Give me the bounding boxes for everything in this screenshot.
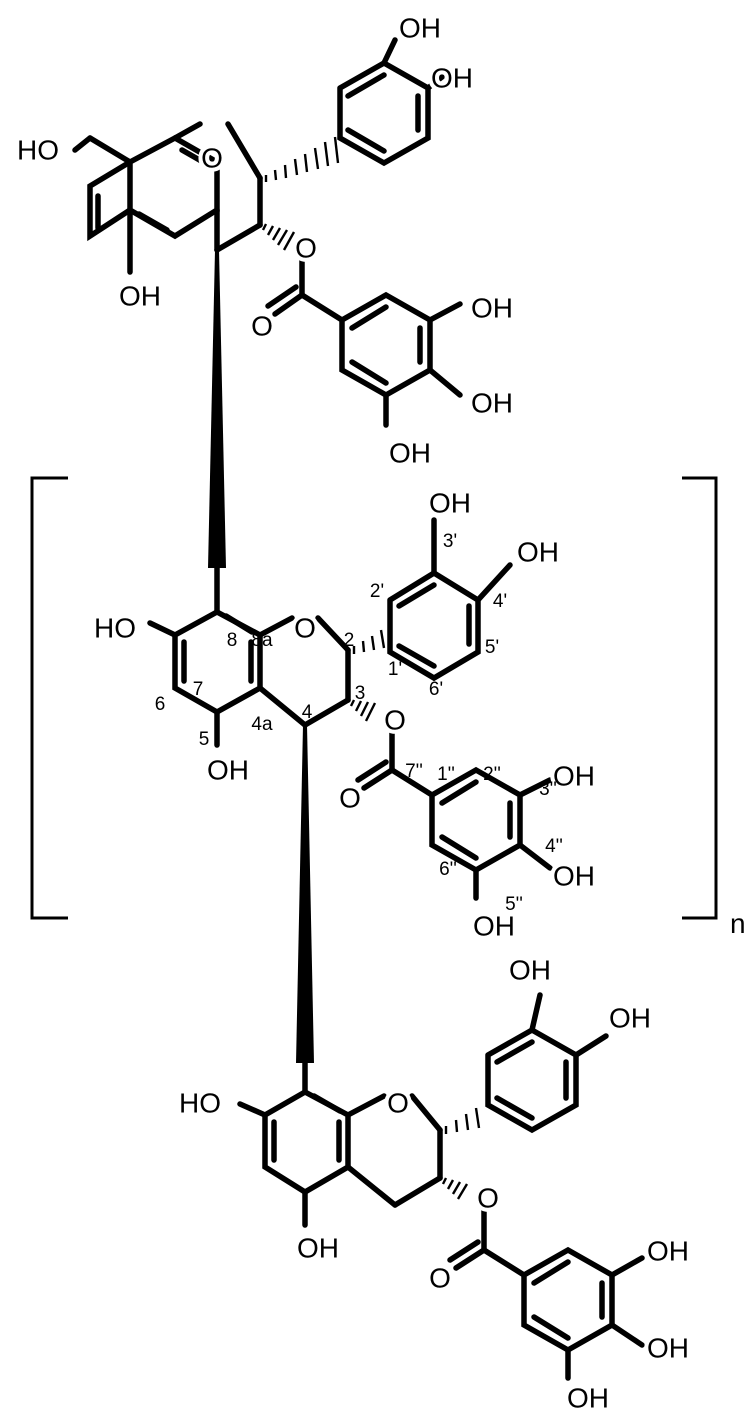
top-oh-gallate-5: OH [389, 437, 431, 468]
num-1pp: 1'' [437, 764, 455, 785]
bot-oh-catechol-lower: OH [609, 1002, 651, 1033]
top-o-ring: O [201, 142, 223, 173]
top-oh-catechol-lower: OH [431, 62, 473, 93]
bot-oh-catechol-upper: OH [509, 954, 551, 985]
atom-labels: OH OH HO O O OH O OH OH OH OH OH HO O O OH O OH OH OH OH OH HO… [13, 8, 693, 1417]
top-oh-5: OH [119, 280, 161, 311]
num-3p: 3' [443, 531, 457, 552]
mid-o-ring: O [294, 612, 316, 643]
mid-oh-3pp: OH [553, 760, 595, 791]
top-hash-c3 [261, 223, 296, 251]
bot-catechol-ring [485, 992, 609, 1134]
num-3: 3 [355, 683, 366, 704]
wedge-bond-4-8-top [208, 250, 226, 568]
mid-oh-4pp: OH [553, 860, 595, 891]
num-6: 6 [155, 694, 166, 715]
top-o-ester: O [295, 232, 317, 263]
bot-hash-c3 [441, 1177, 469, 1200]
mid-oh-5pp: OH [473, 910, 515, 941]
bottom-unit [237, 992, 645, 1381]
bot-a-ring [237, 1060, 351, 1228]
left-bracket [30, 476, 68, 920]
num-7pp: 7'' [405, 761, 423, 782]
mid-oh-4p: OH [517, 536, 559, 567]
bot-oh-gallate-4: OH [647, 1332, 689, 1363]
num-4pp: 4'' [545, 836, 563, 857]
mid-o-ester: O [384, 704, 406, 735]
mid-oh-3p: OH [429, 487, 471, 518]
mid-b-ring [387, 517, 513, 682]
num-2p: 2' [370, 581, 384, 602]
top-a-ring [72, 134, 220, 275]
bot-hash-c2 [444, 1107, 481, 1134]
bot-c-ring [345, 1093, 443, 1208]
num-8a: 8a [251, 630, 273, 651]
num-5pp: 5'' [505, 894, 523, 915]
wedge-bond-4-8-bottom [296, 725, 314, 1063]
bot-o-carbonyl: O [429, 1262, 451, 1293]
top-o-carbonyl: O [251, 310, 273, 341]
num-4: 4 [302, 702, 313, 723]
num-5: 5 [199, 729, 210, 750]
mid-gallate [355, 729, 553, 901]
top-catechol-ring [337, 37, 445, 167]
num-2pp: 2'' [483, 764, 501, 785]
top-oh-gallate-4: OH [471, 387, 513, 418]
mid-o-carbonyl: O [339, 782, 361, 813]
mid-hash-c3 [349, 699, 377, 722]
num-6pp: 6'' [439, 859, 457, 880]
bot-gallate [447, 1207, 645, 1381]
bot-ho-7: HO [179, 1087, 221, 1118]
top-oh-gallate-3: OH [471, 292, 513, 323]
bot-o-ring: O [387, 1087, 409, 1118]
bot-oh-5: OH [297, 1232, 339, 1263]
top-ho-7: HO [17, 134, 59, 165]
bot-oh-gallate-5: OH [567, 1382, 609, 1413]
bot-oh-gallate-3: OH [647, 1235, 689, 1266]
middle-unit [147, 517, 553, 901]
num-4a: 4a [251, 714, 273, 735]
top-unit [72, 37, 463, 428]
mid-oh-5: OH [207, 754, 249, 785]
locant-labels: 7 8 8a 2 1' 2' 3' 4' 5' 6' 6 5 4a 4 3 7'' 1'' 2'' 3'' 4'' 6'… [155, 531, 563, 915]
num-4p: 4' [493, 591, 507, 612]
mid-ho-7: HO [94, 612, 136, 643]
top-hash-c2 [264, 136, 340, 182]
num-3pp: 3'' [539, 779, 557, 800]
num-8: 8 [227, 630, 238, 651]
bot-o-ester: O [477, 1182, 499, 1213]
right-bracket [682, 476, 718, 920]
mid-c-ring [257, 615, 351, 728]
num-6p: 6' [429, 679, 443, 700]
mid-a-ring [147, 565, 263, 748]
num-1p: 1' [388, 659, 402, 680]
top-c-ring [172, 121, 263, 253]
num-7: 7 [193, 679, 204, 700]
top-oh-catechol-upper: OH [399, 12, 441, 43]
num-5p: 5' [485, 637, 499, 658]
top-gallate [265, 255, 463, 428]
mid-hash-c2 [352, 629, 386, 654]
num-2: 2 [344, 630, 355, 651]
repeat-subscript: n [730, 908, 746, 939]
